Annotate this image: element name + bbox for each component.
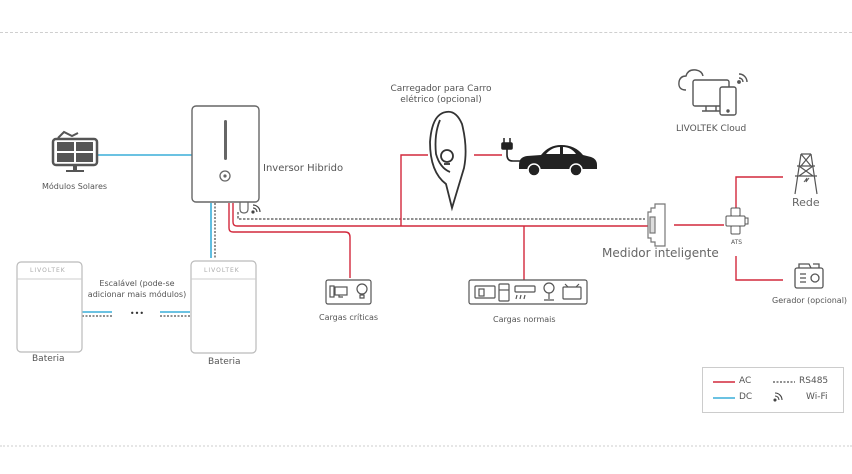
inverter-icon [191, 105, 260, 214]
battery-right-label: Bateria [208, 357, 241, 367]
solar-label: Módulos Solares [42, 182, 108, 191]
smart-meter-icon [647, 203, 666, 247]
ac-line-main [232, 203, 650, 227]
rs485-line-meter [237, 212, 645, 220]
ats-label: ATS [731, 239, 743, 246]
cloud-label: LIVOLTEK Cloud [676, 124, 747, 134]
meter-label: Medidor inteligente [602, 246, 719, 260]
car-icon [519, 145, 597, 177]
cloud-icon [678, 69, 748, 116]
bottom-divider [0, 445, 852, 447]
battery-right-brand: LIVOLTEK [204, 267, 240, 274]
battery-left-icon [16, 261, 83, 353]
legend-swatches [713, 381, 795, 402]
critical-loads-label: Cargas críticas [319, 313, 379, 322]
legend: AC DC RS485 Wi-Fi [702, 367, 844, 413]
legend-wifi-label: Wi-Fi [806, 392, 828, 402]
ac-line-critical [228, 203, 351, 278]
top-divider [0, 32, 852, 33]
solar-panel-icon [51, 130, 99, 172]
normal-loads-icon [468, 279, 588, 305]
ac-line-grid [735, 176, 783, 208]
charger-label-line1: Carregador para Carro [390, 84, 492, 94]
ellipsis: ••• [129, 309, 145, 318]
critical-loads-icon [325, 279, 372, 305]
legend-ac-label: AC [739, 376, 752, 386]
scalable-label-line1: Escalável (pode-se [99, 279, 175, 288]
charger-label-line2: elétrico (opcional) [400, 95, 482, 105]
legend-dc-label: DC [739, 392, 753, 402]
plug-icon [501, 138, 521, 162]
scalable-label-line2: adicionar mais módulos) [87, 290, 187, 299]
inverter-label: Inversor Hibrido [263, 163, 344, 174]
grid-tower-icon [794, 153, 818, 195]
grid-label: Rede [792, 196, 820, 209]
battery-left-brand: LIVOLTEK [30, 267, 66, 274]
legend-wifi-icon [773, 392, 783, 402]
wifi-icon [251, 204, 261, 214]
ac-line-charger [400, 154, 428, 226]
battery-left-label: Bateria [32, 354, 65, 364]
normal-loads-label: Cargas normais [493, 315, 556, 324]
battery-right-icon [190, 260, 257, 354]
generator-icon [794, 263, 824, 289]
legend-rs485-label: RS485 [799, 376, 829, 386]
ev-charger-icon [429, 110, 467, 212]
generator-label: Gerador (opcional) [772, 296, 848, 305]
ac-line-generator [735, 256, 783, 281]
ats-icon [725, 207, 749, 235]
